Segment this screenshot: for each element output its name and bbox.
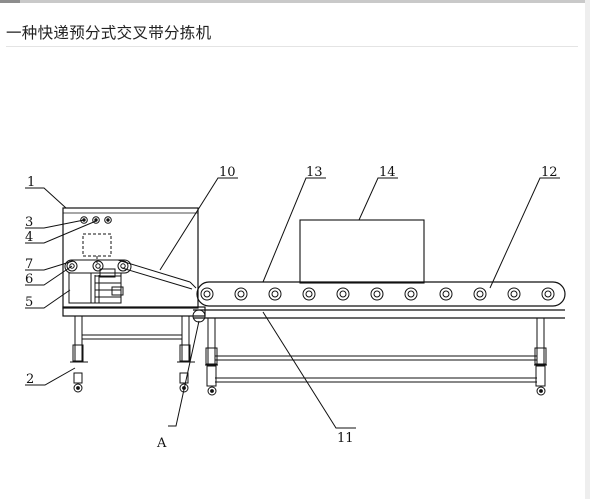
detection-box xyxy=(299,219,425,284)
control-knob-2 xyxy=(92,216,100,224)
callout-label-6: 6 xyxy=(25,272,33,287)
callout-label-5: 5 xyxy=(25,295,33,310)
callout-label-7: 7 xyxy=(25,257,33,272)
carrier-rollers xyxy=(200,287,555,301)
chute-upper-edge xyxy=(117,259,191,283)
callout-label-12: 12 xyxy=(541,165,558,180)
caster-wheel xyxy=(536,386,546,396)
callout-label-2: 2 xyxy=(26,372,34,387)
callout-label-14: 14 xyxy=(379,165,396,180)
page-title: 一种快递预分式交叉带分拣机 xyxy=(6,24,212,42)
caster-wheel xyxy=(179,383,189,393)
dashed-inner-box xyxy=(82,233,112,257)
left-table-top xyxy=(62,306,206,317)
callout-label-A: A xyxy=(156,436,167,451)
title-divider xyxy=(6,46,578,47)
callout-label-3: 3 xyxy=(25,215,33,230)
top-bar-accent xyxy=(0,0,20,3)
main-belt-loop xyxy=(196,281,566,307)
callout-label-13: 13 xyxy=(306,165,323,180)
window-top-bar xyxy=(0,0,590,3)
control-knob-1 xyxy=(80,216,88,224)
callout-label-4: 4 xyxy=(25,230,33,245)
caster-wheel xyxy=(73,383,83,393)
control-knob-3 xyxy=(104,216,112,224)
right-scroll-strip xyxy=(585,0,590,499)
chute-lower-edge xyxy=(121,267,193,290)
callout-label-10: 10 xyxy=(219,165,236,180)
callout-label-1: 1 xyxy=(27,175,35,190)
cabinet-housing xyxy=(62,207,199,309)
caster-wheel xyxy=(207,386,217,396)
callout-label-11: 11 xyxy=(337,431,354,446)
